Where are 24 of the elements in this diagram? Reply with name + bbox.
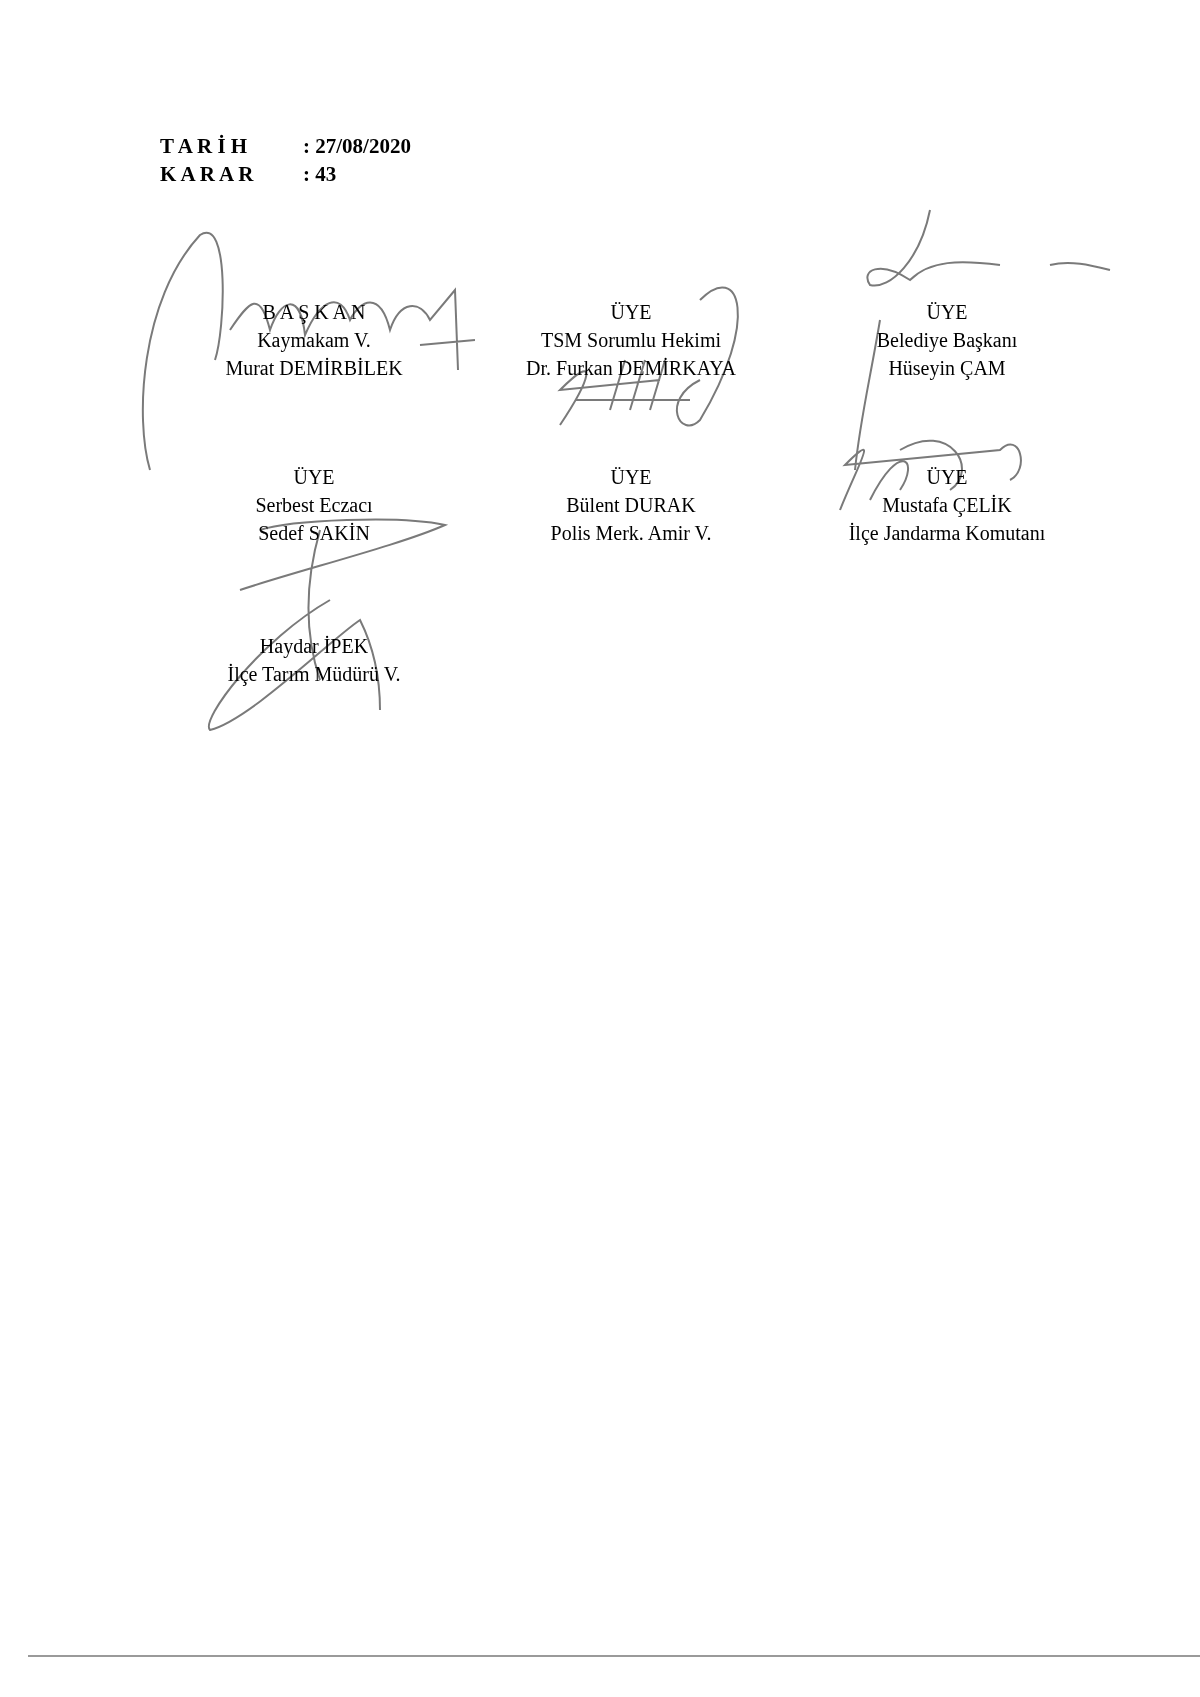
header-field-value: : 43: [303, 161, 337, 188]
signatory-text: Bülent DURAK: [566, 493, 696, 518]
signatory-text: Belediye Başkanı: [876, 328, 1018, 354]
signatory-text: Mustafa ÇELİK: [882, 493, 1012, 519]
signatory-text: Hüseyin ÇAM: [888, 356, 1006, 382]
signatory-text: Serbest Eczacı: [255, 493, 373, 518]
signatory-text: Haydar İPEK: [259, 634, 369, 660]
signatory-text: İlçe Tarım Müdürü V.: [227, 662, 401, 688]
signatory-text: Polis Merk. Amir V.: [550, 521, 712, 546]
signatory-text: B A Ş K A N: [262, 300, 366, 326]
signatory-text: Kaymakam V.: [257, 328, 371, 354]
header-field-value: : 27/08/2020: [303, 133, 411, 160]
signatory-text: Sedef SAKİN: [258, 521, 370, 546]
header-field-label: K A R A R: [160, 161, 255, 188]
signatory-text: ÜYE: [926, 300, 968, 325]
signatory-text: ÜYE: [293, 465, 335, 490]
signatory-text: İlçe Jandarma Komutanı: [848, 521, 1046, 547]
signatory-text: ÜYE: [926, 465, 968, 490]
signatory-text: ÜYE: [610, 465, 652, 490]
header-field-label: T A R İ H: [160, 133, 249, 160]
signatory-text: TSM Sorumlu Hekimi: [541, 328, 721, 353]
signatory-text: Murat DEMİRBİLEK: [225, 356, 403, 381]
signatory-text: ÜYE: [610, 300, 652, 325]
signatory-text: Dr. Furkan DEMİRKAYA: [526, 356, 736, 381]
